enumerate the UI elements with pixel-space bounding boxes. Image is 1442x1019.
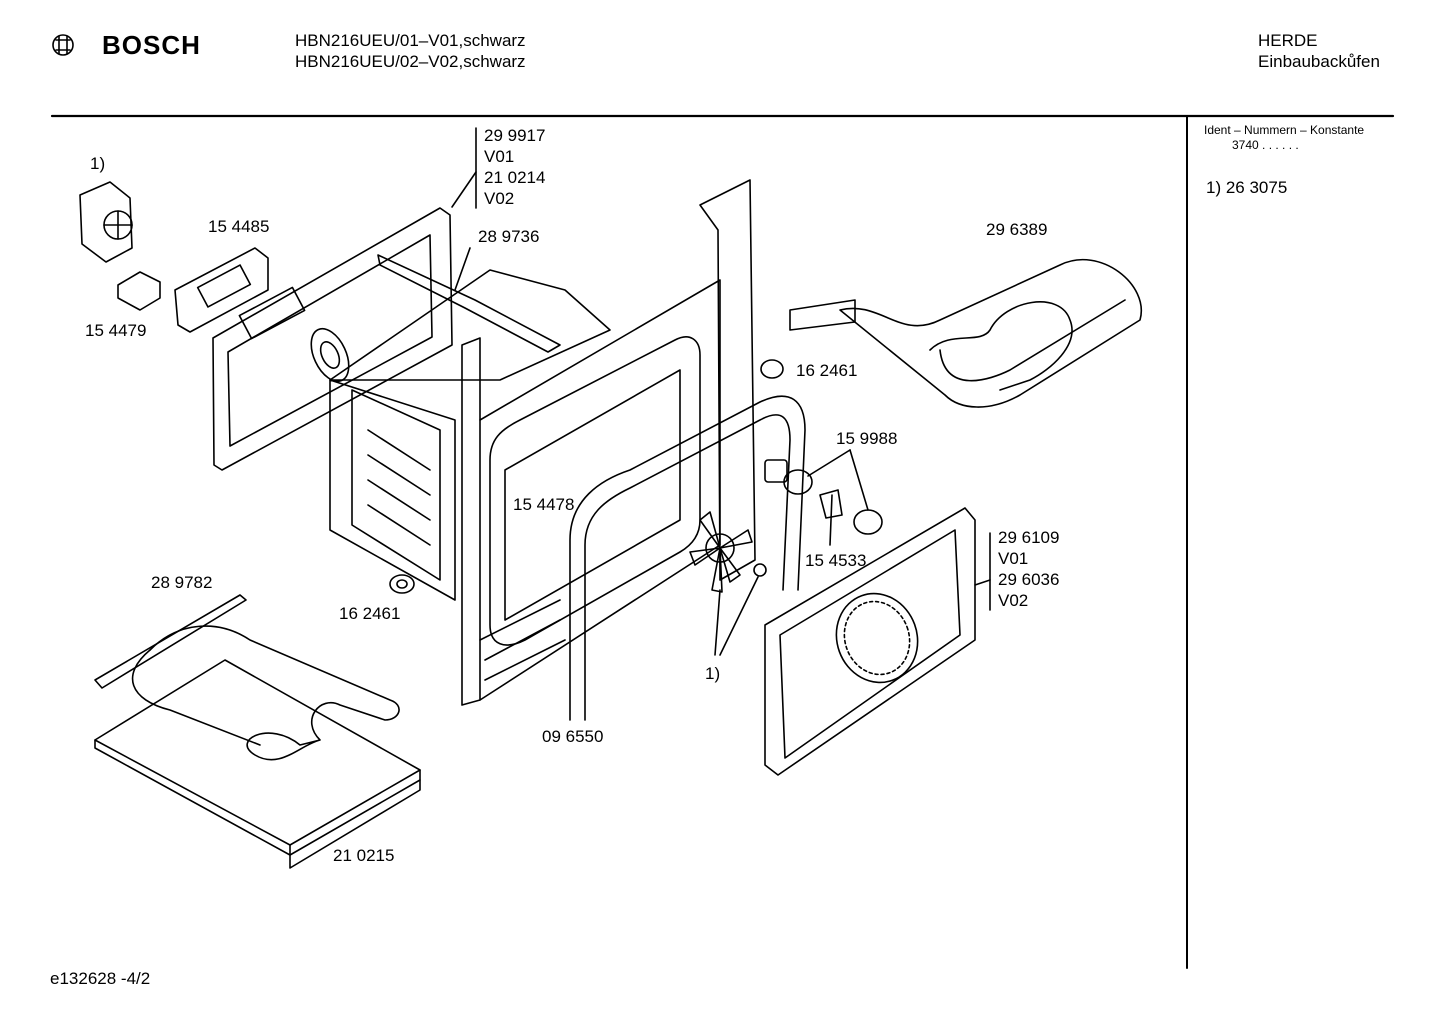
part-label-v01-right: V01 [998, 549, 1029, 568]
part-label-162461-left: 16 2461 [339, 604, 401, 623]
part-label-v01-top: V01 [484, 147, 515, 166]
model-line-2: HBN216UEU/02–V02,schwarz [295, 52, 526, 71]
footnote: 1) 26 3075 [1206, 178, 1288, 197]
part-label-154478: 15 4478 [513, 495, 575, 514]
part-label-296109: 29 6109 [998, 528, 1060, 547]
part-label-210215: 21 0215 [333, 846, 395, 865]
part-label-154485: 15 4485 [208, 217, 270, 236]
category-label: HERDE [1258, 31, 1318, 50]
part-label-v02-top: V02 [484, 189, 515, 208]
part-label-v02-right: V02 [998, 591, 1029, 610]
part-label-154533: 15 4533 [805, 551, 867, 570]
ident-value: 3740 . . . . . . [1232, 138, 1299, 152]
part-label-162461-right: 16 2461 [796, 361, 858, 380]
part-label-299917: 29 9917 [484, 126, 546, 145]
document-id: e132628 -4/2 [50, 969, 151, 988]
part-label-296036: 29 6036 [998, 570, 1060, 589]
model-line-1: HBN216UEU/01–V01,schwarz [295, 31, 526, 50]
part-label-154479: 15 4479 [85, 321, 147, 340]
part-label-289736: 28 9736 [478, 227, 540, 246]
part-label-note-1: 1) [90, 154, 106, 173]
bosch-logo-icon [52, 34, 74, 56]
brand-name: BOSCH [102, 30, 201, 60]
part-label-159988: 15 9988 [836, 429, 898, 448]
part-label-210214: 21 0214 [484, 168, 546, 187]
part-label-296389: 29 6389 [986, 220, 1048, 239]
subcategory-label: Einbaubackůfen [1258, 52, 1380, 71]
part-label-note-1-fan: 1) [705, 664, 721, 683]
part-label-289782: 28 9782 [151, 573, 213, 592]
ident-title: Ident – Nummern – Konstante [1204, 123, 1365, 137]
part-label-096550: 09 6550 [542, 727, 604, 746]
